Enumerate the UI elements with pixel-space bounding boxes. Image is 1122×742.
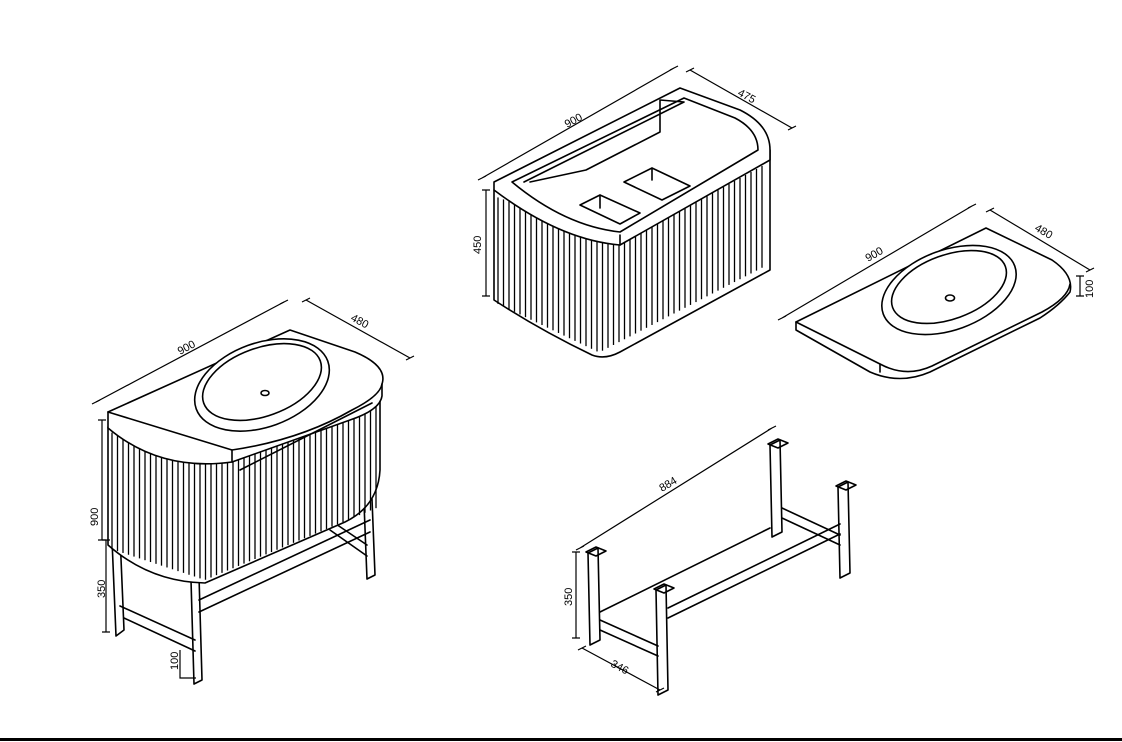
bottom-border [0, 738, 1122, 741]
frame-depth-label: 346 [609, 658, 631, 677]
cabinet-height-label: 450 [472, 236, 484, 254]
cabinet-view: 900 475 450 [472, 65, 797, 358]
countertop-basin [881, 244, 1017, 336]
vanity-foot-label: 100 [169, 652, 181, 670]
countertop-thickness-label: 100 [1084, 280, 1096, 298]
frame-length-label: 884 [657, 475, 679, 495]
vanity-assembled-view: 900 480 900 350 100 [89, 297, 415, 685]
vanity-height-label: 900 [89, 508, 101, 526]
frame-height-label: 350 [563, 588, 575, 606]
countertop-depth-label: 480 [1033, 222, 1055, 242]
vanity-leg-label: 350 [96, 580, 108, 598]
countertop-width-label: 900 [864, 245, 886, 265]
vanity-width-label: 900 [176, 338, 198, 357]
countertop-dimensions: 900 480 100 [777, 203, 1096, 321]
vanity-legs [111, 498, 376, 685]
vanity-depth-label: 480 [349, 312, 371, 331]
frame-view: 884 350 346 [563, 425, 857, 696]
cabinet-fluted-ribs [497, 165, 763, 352]
cabinet-depth-label: 475 [736, 87, 758, 106]
cabinet-width-label: 900 [563, 111, 585, 130]
countertop-view: 900 480 100 [777, 203, 1096, 380]
vanity-fluted-ribs [111, 382, 377, 580]
vanity-basin [193, 338, 331, 432]
